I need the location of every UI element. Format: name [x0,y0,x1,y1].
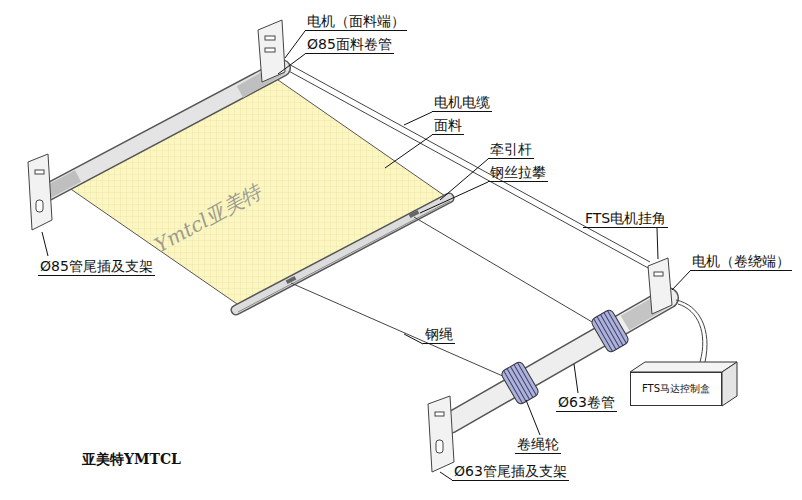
part-label: Ø85管尾插及支架 [38,257,155,276]
part-label: Ø63管尾插及支架 [452,462,569,481]
control-box: FTS马达控制盒 [630,372,722,406]
part-label: 面料 [432,116,464,135]
part-label: 电机（面料端） [305,12,407,31]
part-label: Ø63卷管 [556,393,617,412]
part-label: 卷绳轮 [515,435,561,454]
part-label: 牵引杆 [488,140,534,159]
part-label: 钢绳 [423,325,455,344]
part-label: 电机电缆 [432,93,492,112]
box-text: FTS马达控制盒 [642,382,710,396]
part-label: 钢丝拉攀 [488,163,548,182]
brand-label: 亚美特YMTCL [80,450,183,468]
part-label: 电机（卷绕端） [690,252,792,271]
part-label: Ø85面料卷管 [305,35,394,54]
part-label: FTS电机挂角 [583,209,668,228]
